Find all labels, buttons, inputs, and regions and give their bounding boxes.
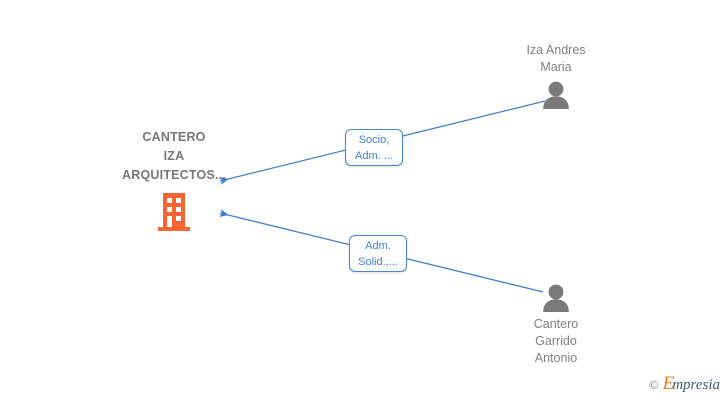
person-node-cantero-garrido-antonio[interactable]: Cantero Garrido Antonio <box>496 284 616 367</box>
watermark: © Empresia <box>648 373 720 394</box>
person-avatar-icon <box>543 284 569 312</box>
person-name-label: Cantero Garrido Antonio <box>533 317 579 365</box>
relation-label-adm-solid[interactable]: Adm. Solid.,... <box>349 235 407 272</box>
brand-name: mpresia <box>672 377 720 393</box>
company-name-label: CANTERO IZA ARQUITECTOS... <box>122 130 226 182</box>
relation-label-socio-adm[interactable]: Socio, Adm. ... <box>345 129 403 166</box>
copyright-icon: © <box>648 376 659 392</box>
person-name-label: Iza Andres Maria <box>526 43 586 74</box>
company-node[interactable]: CANTERO IZA ARQUITECTOS... <box>104 128 244 233</box>
brand-initial: E <box>662 373 675 394</box>
building-icon <box>158 193 190 231</box>
person-avatar-icon <box>543 81 569 109</box>
brand-logo: Empresia <box>662 373 720 394</box>
person-node-iza-andres-maria[interactable]: Iza Andres Maria <box>496 42 616 109</box>
